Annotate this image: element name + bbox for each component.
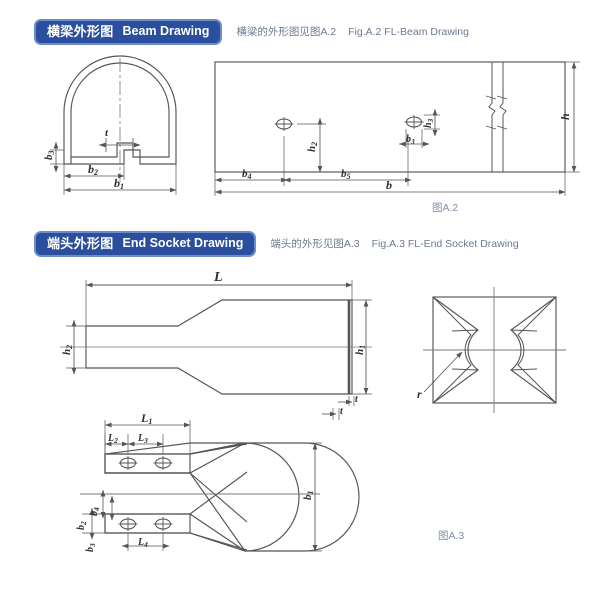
label-socket-plan-L3: L3: [137, 433, 148, 445]
section-header-end-socket: 端头外形图 End Socket Drawing 端头的外形见图A.3 Fig.A…: [34, 231, 519, 257]
socket-side-view: [60, 280, 372, 406]
header-note-end-socket: 端头的外形见图A.3 Fig.A.3 FL-End Socket Drawing: [270, 239, 518, 250]
header-note-beam-cn: 横梁的外形图见图A.2: [236, 25, 337, 38]
label-beam-elevation-h2: h2: [306, 142, 319, 152]
badge-end-socket-label-en: End Socket Drawing: [122, 236, 244, 251]
label-socket-plan-b1: b1: [302, 491, 315, 501]
label-socket-side-h1: h1: [354, 345, 367, 355]
header-note-end-socket-cn: 端头的外形见图A.3: [270, 237, 360, 250]
label-beam-elevation-b3: b3: [406, 134, 415, 146]
socket-end-view: [423, 287, 566, 413]
label-socket-plan-L4: L4: [137, 537, 148, 549]
badge-end-socket-label-cn: 端头外形图: [47, 236, 114, 251]
beam-elevation-view: [214, 61, 580, 196]
label-socket-side-h2: h2: [61, 345, 74, 355]
header-note-beam: 横梁的外形图见图A.2 Fig.A.2 FL-Beam Drawing: [236, 27, 469, 38]
label-beam-elevation-h3: h3: [423, 118, 435, 128]
label-socket-plan-t: t: [340, 406, 344, 417]
label-socket-plan-b3: b3: [85, 543, 97, 552]
badge-beam-label-cn: 横梁外形图: [47, 24, 114, 39]
label-socket-side-t: t: [355, 394, 359, 405]
section-header-beam: 横梁外形图 Beam Drawing 横梁的外形图见图A.2 Fig.A.2 FL…: [34, 19, 469, 45]
label-socket-plan-b4: b4: [89, 507, 101, 516]
badge-end-socket-drawing: 端头外形图 End Socket Drawing: [34, 231, 257, 257]
label-beam-elevation-b5: b5: [341, 168, 351, 181]
label-socket-plan-b2: b2: [76, 521, 88, 530]
label-beam-elevation-b: b: [386, 178, 392, 192]
figure-caption-a3: 图A.3: [438, 530, 465, 542]
label-beam-section-b1: b1: [114, 176, 124, 191]
label-socket-plan-L1: L1: [140, 411, 152, 426]
header-note-beam-en: Fig.A.2 FL-Beam Drawing: [348, 25, 469, 38]
label-socket-side-L: L: [213, 270, 223, 285]
label-beam-elevation-h: h: [558, 113, 572, 120]
label-socket-end-r: r: [417, 387, 422, 401]
badge-beam-drawing: 横梁外形图 Beam Drawing: [34, 19, 223, 45]
figure-caption-a2: 图A.2: [432, 202, 459, 214]
label-beam-section-t: t: [105, 127, 109, 139]
beam-cross-section: [50, 55, 177, 195]
label-beam-section-b3: b3: [43, 151, 56, 161]
label-socket-plan-L2: L2: [107, 433, 118, 445]
badge-beam-label-en: Beam Drawing: [122, 24, 210, 39]
label-beam-elevation-b4: b4: [242, 168, 252, 181]
label-beam-section-b2: b2: [88, 162, 98, 177]
socket-plan-view: [80, 408, 360, 552]
header-note-end-socket-en: Fig.A.3 FL-End Socket Drawing: [371, 237, 519, 250]
